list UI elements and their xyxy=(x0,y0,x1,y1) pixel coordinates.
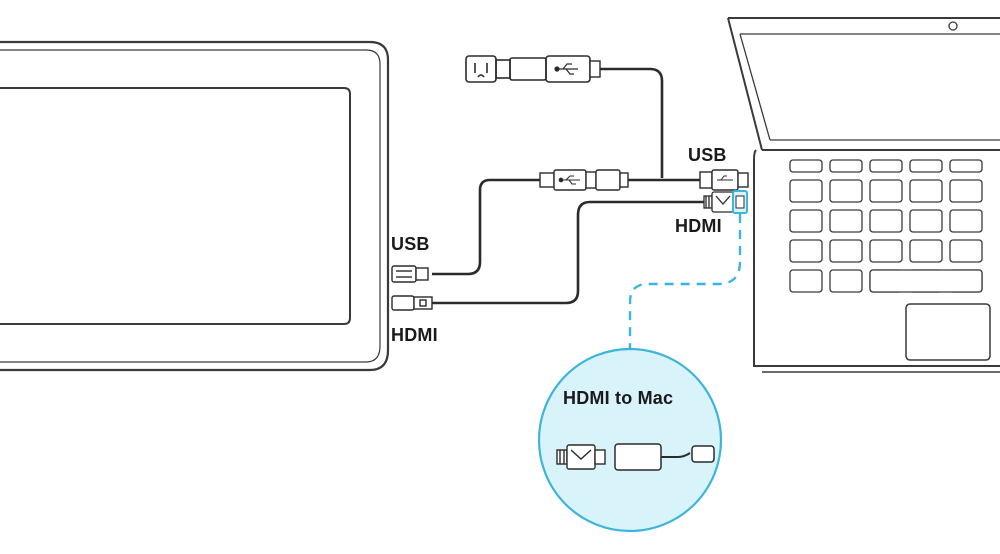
keyboard-key xyxy=(789,269,823,293)
usb-symbol-icon xyxy=(558,175,580,185)
usb-plug-tip xyxy=(589,60,601,78)
keyboard-key xyxy=(869,179,903,203)
keyboard-key xyxy=(829,159,863,173)
keyboard-key xyxy=(869,209,903,233)
keyboard-key xyxy=(949,239,983,263)
monitor-hdmi-port xyxy=(391,295,433,311)
hdmi-plug-icon xyxy=(556,444,606,470)
laptop-hdmi-label: HDMI xyxy=(675,216,722,236)
usb-symbol-icon xyxy=(717,175,733,181)
usb-cable-monitor xyxy=(432,178,540,276)
usb-inline-connector xyxy=(539,169,629,191)
laptop-usb-plug xyxy=(699,169,749,191)
hdmi-plug-tip xyxy=(735,195,745,209)
hdmi-plug-icon xyxy=(703,191,735,213)
laptop-keyboard xyxy=(789,159,983,293)
monitor-hdmi-label: HDMI xyxy=(391,325,438,345)
keyboard-key xyxy=(949,159,983,173)
keyboard-key xyxy=(829,209,863,233)
adapter-icon xyxy=(614,443,715,471)
keyboard-key xyxy=(869,159,903,173)
keyboard-key xyxy=(869,239,903,263)
laptop-usb-label: USB xyxy=(688,145,727,165)
power-plug-icon xyxy=(465,55,591,83)
hdmi-cable xyxy=(432,200,706,305)
monitor-usb-label: USB xyxy=(391,234,430,254)
pen-display xyxy=(0,40,390,372)
keyboard-key xyxy=(949,209,983,233)
keyboard-key xyxy=(789,209,823,233)
keyboard-key xyxy=(909,239,943,263)
keyboard-key xyxy=(789,159,823,173)
keyboard-key xyxy=(949,179,983,203)
keyboard-key xyxy=(789,179,823,203)
monitor-usb-port xyxy=(391,265,429,283)
callout-connector xyxy=(628,214,742,358)
keyboard-key xyxy=(909,159,943,173)
laptop-trackpad xyxy=(905,303,991,361)
keyboard-key xyxy=(829,269,863,293)
keyboard-key xyxy=(909,179,943,203)
keyboard-key xyxy=(829,179,863,203)
callout-title: HDMI to Mac xyxy=(563,388,674,408)
hdmi-to-mac-callout xyxy=(537,347,723,533)
power-cable xyxy=(600,67,664,178)
keyboard-key xyxy=(829,239,863,263)
laptop xyxy=(727,17,1000,373)
usb-symbol-icon xyxy=(554,63,578,75)
keyboard-spacebar xyxy=(869,269,983,293)
keyboard-key xyxy=(909,209,943,233)
keyboard-key xyxy=(789,239,823,263)
